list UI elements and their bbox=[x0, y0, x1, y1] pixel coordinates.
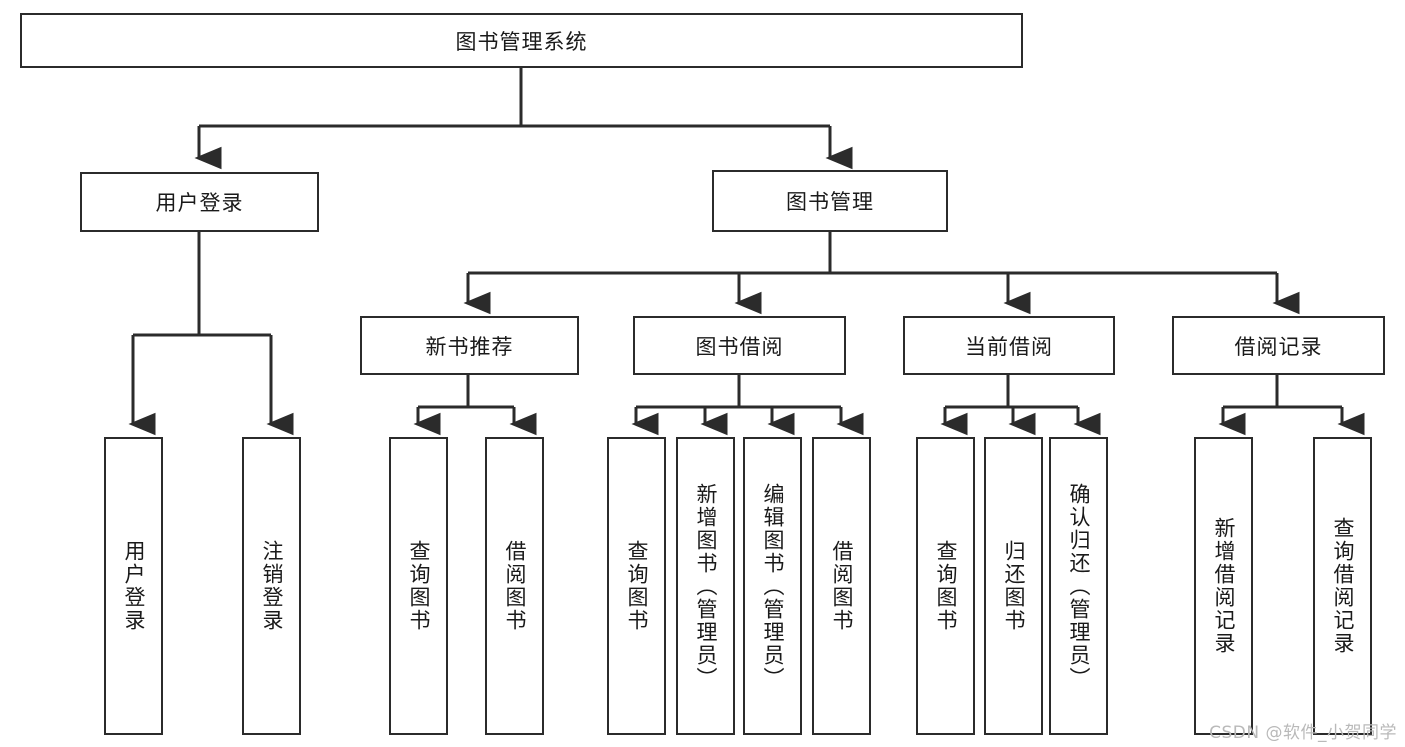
leaf-borrow-record-1[interactable]: 新增借阅记录 bbox=[1194, 437, 1253, 735]
leaf-current-borrow-2[interactable]: 归还图书 bbox=[984, 437, 1043, 735]
node-new-book-recommend[interactable]: 新书推荐 bbox=[360, 316, 579, 375]
leaf-label: 注销登录 bbox=[260, 540, 284, 632]
leaf-label: 查询图书 bbox=[407, 540, 431, 632]
node-user-login[interactable]: 用户登录 bbox=[80, 172, 319, 232]
leaf-label: 归还图书 bbox=[1002, 540, 1026, 632]
node-root-system[interactable]: 图书管理系统 bbox=[20, 13, 1023, 68]
leaf-label: 查询图书 bbox=[934, 540, 958, 632]
leaf-borrow-record-2[interactable]: 查询借阅记录 bbox=[1313, 437, 1372, 735]
leaf-user-login-1[interactable]: 用户登录 bbox=[104, 437, 163, 735]
leaf-new-book-1[interactable]: 查询图书 bbox=[389, 437, 448, 735]
leaf-label: 新增借阅记录 bbox=[1212, 517, 1236, 655]
leaf-book-borrow-4[interactable]: 借阅图书 bbox=[812, 437, 871, 735]
leaf-label: 借阅图书 bbox=[830, 540, 854, 632]
leaf-label: 新增图书（管理员） bbox=[694, 482, 718, 690]
leaf-book-borrow-1[interactable]: 查询图书 bbox=[607, 437, 666, 735]
leaf-label: 用户登录 bbox=[122, 540, 146, 632]
leaf-current-borrow-1[interactable]: 查询图书 bbox=[916, 437, 975, 735]
node-current-borrow[interactable]: 当前借阅 bbox=[903, 316, 1115, 375]
leaf-label: 借阅图书 bbox=[503, 540, 527, 632]
leaf-label: 查询借阅记录 bbox=[1331, 517, 1355, 655]
leaf-label: 编辑图书（管理员） bbox=[761, 482, 785, 690]
node-book-manage[interactable]: 图书管理 bbox=[712, 170, 948, 232]
leaf-user-login-2[interactable]: 注销登录 bbox=[242, 437, 301, 735]
leaf-label: 查询图书 bbox=[625, 540, 649, 632]
watermark-text: CSDN @软件_小贺同学 bbox=[1209, 723, 1397, 743]
leaf-new-book-2[interactable]: 借阅图书 bbox=[485, 437, 544, 735]
leaf-current-borrow-3[interactable]: 确认归还（管理员） bbox=[1049, 437, 1108, 735]
node-borrow-record[interactable]: 借阅记录 bbox=[1172, 316, 1385, 375]
leaf-label: 确认归还（管理员） bbox=[1067, 482, 1091, 690]
leaf-book-borrow-3[interactable]: 编辑图书（管理员） bbox=[743, 437, 802, 735]
node-book-borrow[interactable]: 图书借阅 bbox=[633, 316, 846, 375]
leaf-book-borrow-2[interactable]: 新增图书（管理员） bbox=[676, 437, 735, 735]
